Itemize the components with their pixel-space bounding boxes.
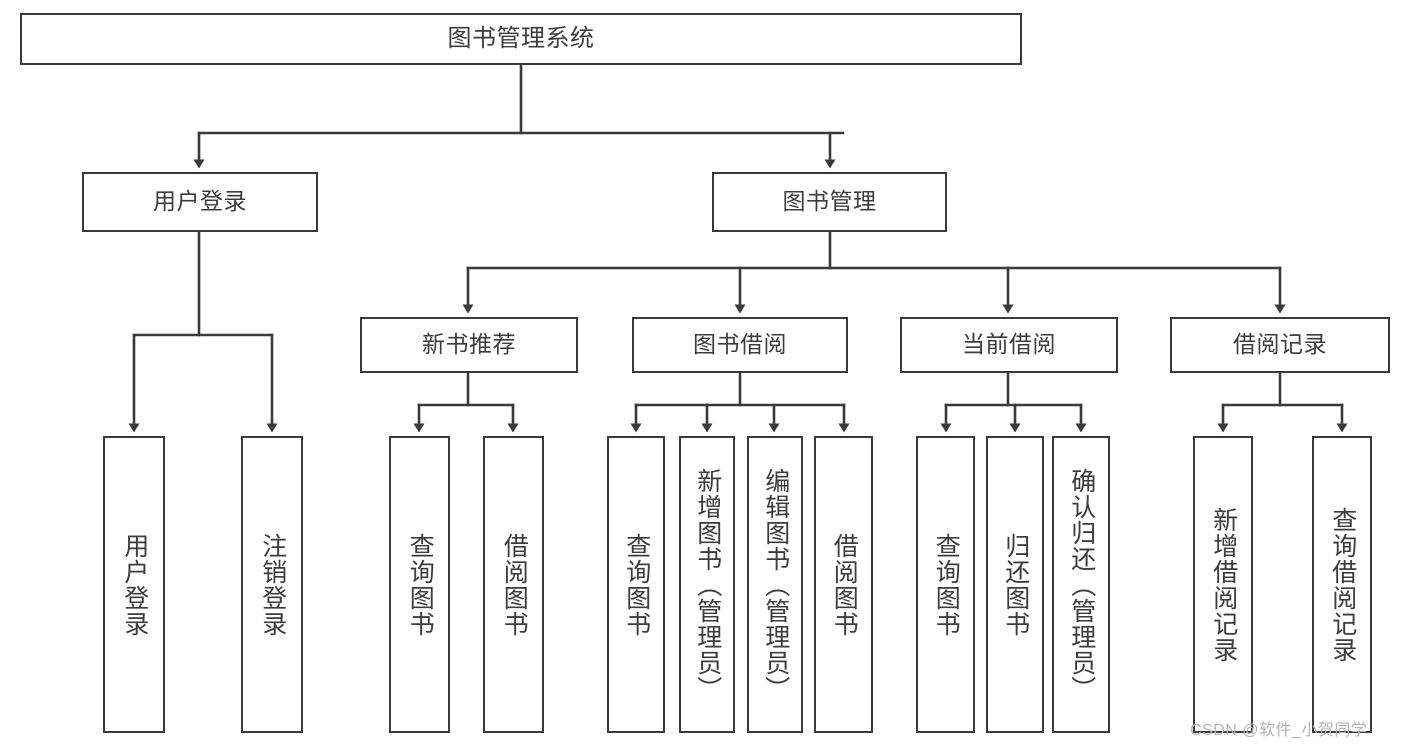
- node-label: 用户登录: [120, 532, 149, 637]
- node-label: 归还图书: [1001, 532, 1030, 637]
- leaf-user-login[interactable]: 用户登录: [103, 436, 165, 733]
- csdn-watermark: CSDN @软件_小贺同学: [1190, 722, 1368, 739]
- node-current-borrow[interactable]: 当前借阅: [900, 317, 1118, 373]
- node-user-login[interactable]: 用户登录: [82, 172, 318, 232]
- leaf-query-borrow-record[interactable]: 查询借阅记录: [1312, 436, 1372, 733]
- leaf-add-borrow-record[interactable]: 新增借阅记录: [1193, 436, 1253, 733]
- node-label: 当前借阅: [962, 331, 1056, 358]
- node-book-manage[interactable]: 图书管理: [712, 172, 947, 232]
- node-new-book-recommend[interactable]: 新书推荐: [360, 317, 578, 373]
- node-label: 确认归还（管理员）: [1067, 467, 1096, 702]
- node-root-system[interactable]: 图书管理系统: [20, 13, 1022, 65]
- node-label: 查询图书: [406, 532, 435, 637]
- node-label: 注销登录: [258, 532, 287, 637]
- leaf-logout[interactable]: 注销登录: [241, 436, 303, 733]
- node-label: 用户登录: [153, 188, 247, 215]
- node-borrow-record[interactable]: 借阅记录: [1170, 317, 1390, 373]
- node-label: 查询图书: [622, 532, 651, 637]
- leaf-add-book-admin[interactable]: 新增图书（管理员）: [679, 436, 735, 733]
- node-label: 图书借阅: [693, 331, 787, 358]
- leaf-query-book-current[interactable]: 查询图书: [916, 436, 975, 733]
- leaf-return-book[interactable]: 归还图书: [986, 436, 1044, 733]
- node-label: 查询图书: [932, 532, 961, 637]
- leaf-query-book-borrow[interactable]: 查询图书: [607, 436, 665, 733]
- node-label: 借阅图书: [500, 532, 529, 637]
- node-book-borrow[interactable]: 图书借阅: [632, 317, 848, 373]
- leaf-borrow-book[interactable]: 借阅图书: [814, 436, 873, 733]
- node-label: 新增图书（管理员）: [693, 467, 722, 702]
- node-label: 图书管理系统: [447, 24, 595, 52]
- node-label: 新书推荐: [422, 331, 516, 358]
- leaf-query-book-recommend[interactable]: 查询图书: [389, 436, 450, 733]
- node-label: 新增借阅记录: [1209, 506, 1238, 663]
- node-label: 查询借阅记录: [1328, 506, 1357, 663]
- leaf-edit-book-admin[interactable]: 编辑图书（管理员）: [747, 436, 803, 733]
- node-label: 借阅图书: [830, 532, 859, 637]
- leaf-borrow-book-recommend[interactable]: 借阅图书: [483, 436, 544, 733]
- leaf-confirm-return-admin[interactable]: 确认归还（管理员）: [1052, 436, 1110, 733]
- node-label: 编辑图书（管理员）: [761, 467, 790, 702]
- node-label: 图书管理: [782, 188, 877, 215]
- node-label: 借阅记录: [1233, 331, 1327, 358]
